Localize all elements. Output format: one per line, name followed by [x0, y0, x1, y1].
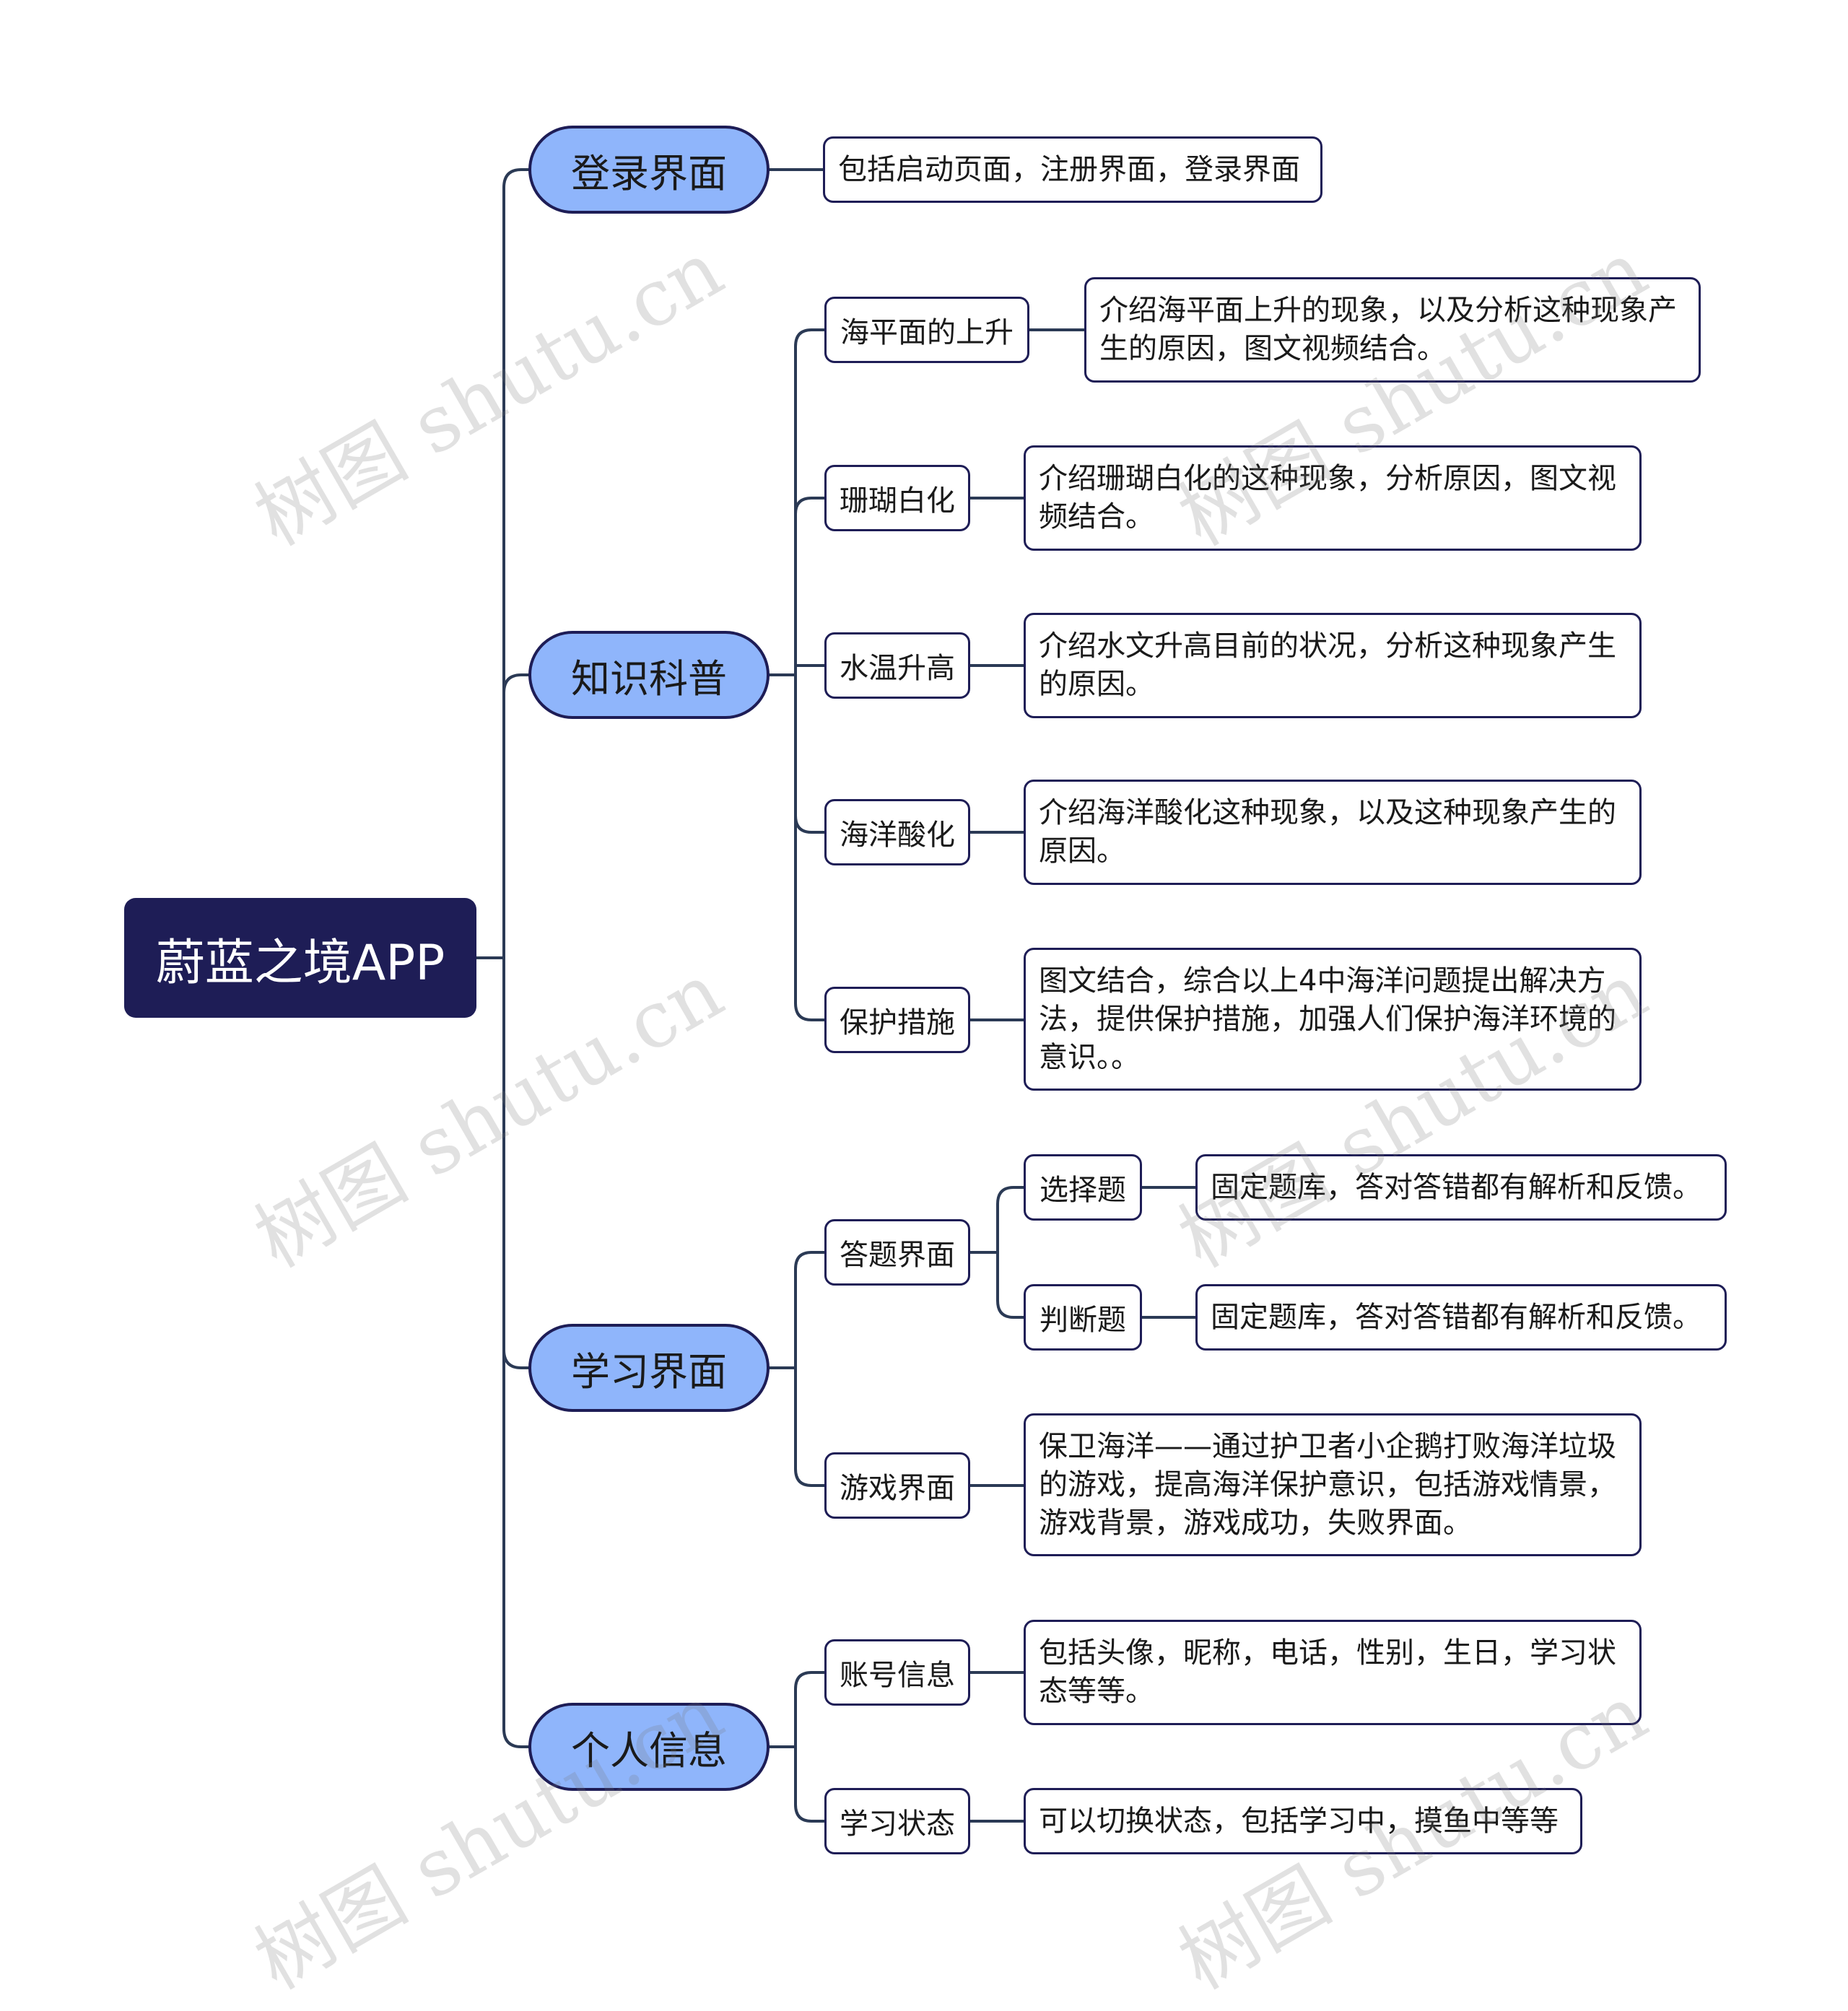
connector-knowledge	[768, 328, 826, 1021]
topic-quiz[interactable]: 答题界面	[824, 1219, 970, 1286]
topic-water-temp[interactable]: 水温升高	[824, 632, 970, 699]
topic-game[interactable]: 游戏界面	[824, 1452, 970, 1519]
leaf-coral-bleaching[interactable]: 介绍珊瑚白化的这种现象，分析原因，图文视频结合。	[1024, 445, 1642, 551]
leaf-login-text: 包括启动页面，注册界面，登录界面	[838, 152, 1300, 186]
leaf-multiple-choice-text: 固定题库，答对答错都有解析和反馈。	[1211, 1170, 1701, 1204]
branch-study[interactable]: 学习界面	[528, 1324, 770, 1412]
connector-profile	[768, 1671, 826, 1823]
connector-lines	[475, 168, 1197, 1823]
leaf-water-temp[interactable]: 介绍水文升高目前的状况，分析这种现象产生的原因。	[1024, 613, 1642, 718]
root-node[interactable]: 蔚蓝之境APP	[124, 898, 476, 1018]
leaf-multiple-choice[interactable]: 固定题库，答对答错都有解析和反馈。	[1195, 1154, 1727, 1221]
topic-ocean-acidification[interactable]: 海洋酸化	[824, 799, 970, 865]
leaf-login[interactable]: 包括启动页面，注册界面，登录界面	[823, 136, 1322, 203]
branch-login[interactable]: 登录界面	[528, 126, 770, 214]
connector-study	[768, 1251, 826, 1487]
leaf-study-status-text: 可以切换状态，包括学习中，摸鱼中等等	[1039, 1804, 1559, 1838]
connector-profile-leaves	[969, 1671, 1025, 1823]
leaf-account-info[interactable]: 包括头像，昵称，电话，性别，生日，学习状态等等。	[1024, 1620, 1642, 1725]
leaf-game[interactable]: 保卫海洋——通过护卫者小企鹅打败海洋垃圾的游戏，提高海洋保护意识，包括游戏情景，…	[1024, 1413, 1642, 1556]
leaf-water-temp-text: 介绍水文升高目前的状况，分析这种现象产生的原因。	[1039, 629, 1616, 701]
connector-quiz	[969, 1186, 1025, 1319]
leaf-account-info-text: 包括头像，昵称，电话，性别，生日，学习状态等等。	[1039, 1636, 1616, 1708]
branch-knowledge[interactable]: 知识科普	[528, 631, 770, 719]
topic-sea-level[interactable]: 海平面的上升	[824, 297, 1029, 363]
connector-knowledge-leaves	[969, 328, 1086, 1021]
leaf-protection-text: 图文结合，综合以上4中海洋问题提出解决方法，提供保护措施，加强人们保护海洋环境的…	[1039, 964, 1616, 1074]
topic-study-status[interactable]: 学习状态	[824, 1788, 970, 1854]
connector-quiz-leaves	[969, 1186, 1197, 1487]
topic-protection[interactable]: 保护措施	[824, 987, 970, 1053]
leaf-protection[interactable]: 图文结合，综合以上4中海洋问题提出解决方法，提供保护措施，加强人们保护海洋环境的…	[1024, 948, 1642, 1091]
leaf-study-status[interactable]: 可以切换状态，包括学习中，摸鱼中等等	[1024, 1788, 1582, 1854]
topic-true-false[interactable]: 判断题	[1024, 1284, 1142, 1351]
branch-profile[interactable]: 个人信息	[528, 1703, 770, 1791]
leaf-ocean-acidification[interactable]: 介绍海洋酸化这种现象，以及这种现象产生的原因。	[1024, 780, 1642, 885]
leaf-ocean-acidification-text: 介绍海洋酸化这种现象，以及这种现象产生的原因。	[1039, 796, 1616, 868]
leaf-sea-level[interactable]: 介绍海平面上升的现象，以及分析这种现象产生的原因，图文视频结合。	[1084, 277, 1701, 383]
leaf-coral-bleaching-text: 介绍珊瑚白化的这种现象，分析原因，图文视频结合。	[1039, 462, 1616, 533]
topic-multiple-choice[interactable]: 选择题	[1024, 1154, 1142, 1221]
connector-trunk	[502, 168, 530, 1748]
leaf-true-false-text: 固定题库，答对答错都有解析和反馈。	[1211, 1300, 1701, 1334]
leaf-sea-level-text: 介绍海平面上升的现象，以及分析这种现象产生的原因，图文视频结合。	[1099, 294, 1677, 365]
topic-coral-bleaching[interactable]: 珊瑚白化	[824, 465, 970, 531]
leaf-true-false[interactable]: 固定题库，答对答错都有解析和反馈。	[1195, 1284, 1727, 1351]
topic-account-info[interactable]: 账号信息	[824, 1639, 970, 1706]
leaf-game-text: 保卫海洋——通过护卫者小企鹅打败海洋垃圾的游戏，提高海洋保护意识，包括游戏情景，…	[1039, 1429, 1616, 1540]
